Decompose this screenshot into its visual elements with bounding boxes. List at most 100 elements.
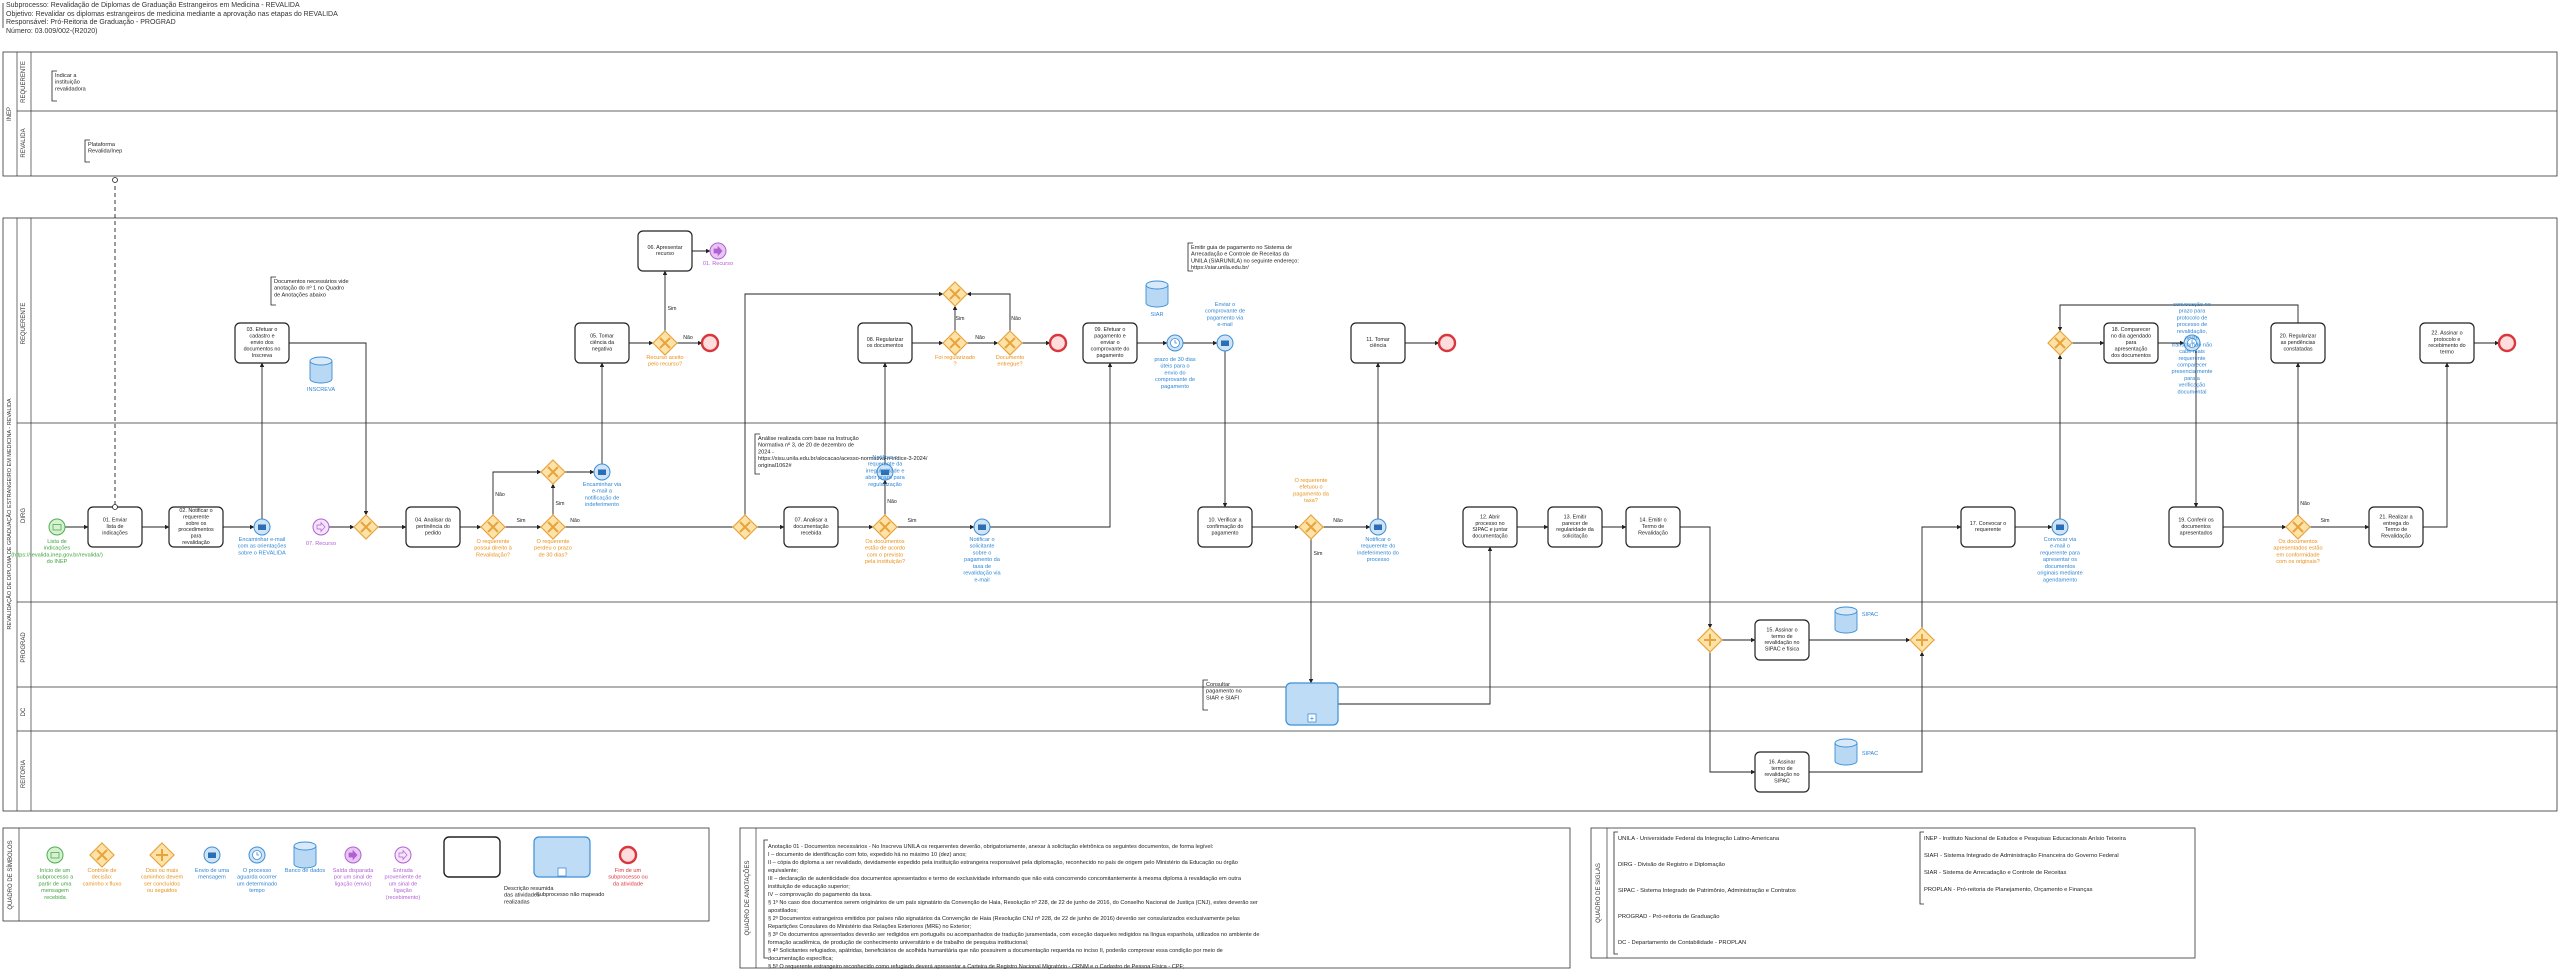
label-line: constatadas [2283,347,2312,353]
collapsed-subprocess[interactable] [1285,682,1339,726]
label-line: e-mail o [2050,544,2070,550]
label-line: processo [1367,557,1390,563]
end-event [700,333,720,353]
plus-box-icon [557,867,567,877]
task-t13[interactable] [1547,506,1603,548]
label-line: estão de acordo [865,546,905,552]
task-t20[interactable] [2270,322,2326,364]
flow-label: Não [887,499,897,505]
label-line: Entrada [393,868,413,874]
task-t16[interactable] [1754,751,1810,793]
label-line: Fim de um [615,868,642,874]
task-t12[interactable] [1462,506,1518,548]
label-line: termo [2440,350,2454,356]
legend-item-label: Subprocesso não mapeado [536,892,604,898]
label-line: O processo [243,868,272,874]
label-line: DIRG - Divisão de Registro e Diplomação [1618,862,1725,868]
envelope-icon [978,524,986,530]
label-line: (https://revalida.inep.gov.br/revalida/) [11,552,103,558]
database-top [293,841,317,851]
label-line: protocolo e [2434,337,2461,343]
label-line: 14. Emitir o [1639,518,1666,524]
label-line: formação acadêmica, de produção de conhe… [768,940,1029,946]
task-t11[interactable] [1350,322,1406,364]
task-t10[interactable] [1197,506,1253,548]
label-line: https://sisu.unila.edu.br/alocacao/acess… [758,456,928,462]
task-t08[interactable] [857,322,913,364]
sequence-flow [2057,304,2299,332]
label-line: + [1310,714,1315,723]
label-text: SIPAC [1862,751,1878,757]
task-t21[interactable] [2368,506,2424,548]
label-line: equivalente; [768,868,799,874]
label-line: PROGRAD - Pró-reitoria de Graduação [1618,914,1719,920]
label-line: apresentar os [2043,557,2077,563]
task-t06[interactable] [637,230,693,272]
label-line: de Anotações abaixo [274,292,326,298]
x-icon [547,466,559,478]
label-line: com as orientações [238,544,287,550]
message-flow-end [112,177,118,183]
task-t03[interactable] [234,322,290,364]
task-t19[interactable] [2168,506,2224,548]
task-t07[interactable] [783,506,839,548]
label-line: 03. Efetuar o [247,327,278,333]
label-line: PROPLAN - Pró-reitoria de Planejamento, … [1924,887,2093,893]
label-line: Controle de [88,868,117,874]
label-line: 10. Verificar a [1209,518,1242,524]
label-line: Notificar o [872,455,897,461]
annotation-line: I – documento de identificação com foto,… [768,852,967,858]
label-line: termo de [1771,766,1792,772]
task-t14[interactable] [1625,506,1681,548]
process-header: Subprocesso: Revalidação de Diplomas de … [6,2,338,36]
label-line: Não [495,492,505,498]
task-t09[interactable] [1082,322,1138,364]
header-responsible: Responsável: Pró-Reitoria de Graduação -… [6,19,176,26]
pool-main [2,217,2558,812]
task-t17[interactable] [1960,506,2016,548]
label-line: documentos [2045,564,2076,570]
label-line: SIAR - Sistema de Arrecadação e Controle… [1924,870,2067,876]
label-line: pagamento e [1094,334,1125,340]
label-line: apresentados estão [2273,546,2322,552]
label-line: possui direito à [474,546,513,552]
label-line: III – declaração de autenticidade dos do… [768,876,1242,882]
label-line: Convocar via [2044,537,2078,543]
envelope-icon [598,469,606,475]
task-t15[interactable] [1754,619,1810,661]
label-line: O requerente [477,539,510,545]
label-line: da atividade [613,881,643,887]
label-line: Recurso aceito [646,355,683,361]
task-t02[interactable] [168,506,224,548]
link-catch-event [312,518,330,536]
task-t05[interactable] [574,322,630,364]
annotation-line: IV – comprovação do pagamento da taxa. [768,892,872,898]
label-line: Revalidação [2381,534,2411,540]
task-t18[interactable] [2103,322,2159,364]
task-t04[interactable] [405,506,461,548]
label-line: cadastro e [249,334,274,340]
label-line: Encaminhar via [583,482,622,488]
task-t22[interactable] [2419,322,2475,364]
acronym-item: SIAFI - Sistema Integrado de Administraç… [1924,853,2119,859]
label-line: pagamento [1097,353,1124,359]
label-line: requerente da [868,462,904,468]
envelope-icon [881,469,889,475]
label-line: Não [2300,501,2310,507]
label-line: original1062# [758,463,792,469]
label-line: entrega do [2383,521,2409,527]
legend-box [2,827,710,922]
label-line: Lista de [47,539,67,545]
label-line: notificação de [585,495,620,501]
label-line: 06. Apresentar [647,245,682,251]
label-line: os documentos [867,344,904,350]
label-line: úteis para o [1160,364,1189,370]
